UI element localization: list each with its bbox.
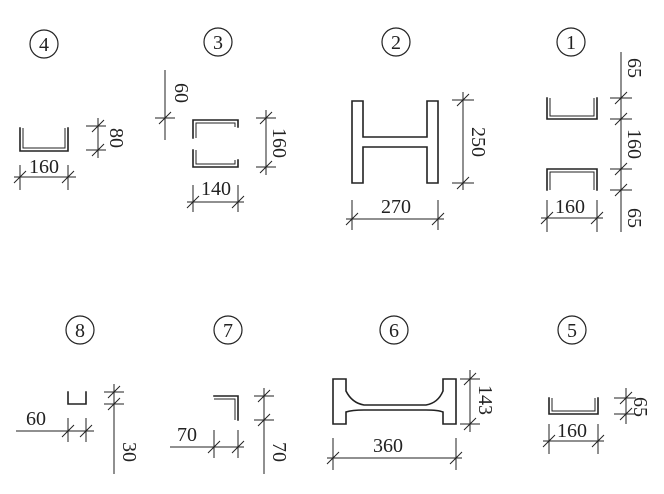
section-3-height-label: 160 bbox=[268, 128, 290, 158]
section-8-height-tick-bottom bbox=[107, 397, 121, 411]
section-6-width-tick-right bbox=[449, 451, 463, 465]
section-5-width-tick-right bbox=[591, 434, 605, 448]
section-2-width-tick-right bbox=[431, 212, 445, 226]
section-7-number-circle bbox=[213, 315, 243, 345]
section-5-height-tick-top bbox=[619, 391, 633, 405]
section-7-width-tick-right bbox=[231, 440, 245, 454]
section-6: 6 143 360 bbox=[326, 315, 496, 470]
section-4-height-label: 80 bbox=[105, 128, 127, 148]
section-3-width-tick-right bbox=[231, 195, 245, 209]
section-4-number-circle bbox=[29, 29, 59, 59]
section-1: 1 65 160 65 160 bbox=[540, 27, 645, 232]
section-4: 4 160 80 bbox=[13, 29, 127, 190]
section-2-h-beam-shape bbox=[351, 100, 439, 184]
section-3-top-channel-inner bbox=[195, 122, 236, 138]
section-3-gap-tick bbox=[158, 111, 172, 125]
section-8-width-tick-left bbox=[61, 424, 75, 438]
section-8-height-label: 30 bbox=[118, 442, 140, 462]
section-1-tick-4 bbox=[614, 183, 628, 197]
section-3-height-tick-top bbox=[259, 111, 273, 125]
section-3-bottom-channel-inner bbox=[195, 150, 236, 165]
section-5-height-tick-bottom bbox=[619, 407, 633, 421]
section-8-width-label: 60 bbox=[26, 408, 46, 430]
section-7-number: 7 bbox=[223, 320, 233, 342]
section-1-tick-3 bbox=[614, 162, 628, 176]
section-4-height-tick-top bbox=[91, 119, 105, 133]
section-6-i-beam-shape bbox=[332, 378, 457, 425]
section-8-height-tick-top bbox=[107, 385, 121, 399]
section-3-width-tick-left bbox=[186, 195, 200, 209]
section-1-upper-channel-inner bbox=[549, 98, 595, 117]
section-5-channel-inner bbox=[551, 398, 596, 412]
section-1-mid-label: 160 bbox=[623, 129, 645, 159]
section-2-width-tick-left bbox=[345, 212, 359, 226]
section-5-width-tick-left bbox=[542, 434, 556, 448]
section-2: 2 250 270 bbox=[345, 27, 489, 230]
section-8-number-circle bbox=[65, 315, 95, 345]
section-6-width-label: 360 bbox=[373, 435, 403, 457]
section-4-height-tick-bottom bbox=[91, 143, 105, 157]
section-1-top-label: 65 bbox=[623, 58, 645, 78]
section-7-angle-shape bbox=[213, 395, 239, 421]
section-7-width-tick-left bbox=[207, 440, 221, 454]
section-1-bottom-label: 65 bbox=[623, 208, 645, 228]
section-8-width-tick-right bbox=[79, 424, 93, 438]
section-6-height-label: 143 bbox=[474, 385, 496, 415]
section-1-tick-2 bbox=[614, 112, 628, 126]
section-3-number-circle bbox=[203, 27, 233, 57]
section-2-width-label: 270 bbox=[381, 196, 411, 218]
section-6-number: 6 bbox=[389, 320, 399, 342]
section-1-width-label: 160 bbox=[555, 196, 585, 218]
section-1-number: 1 bbox=[566, 32, 576, 54]
section-6-height-tick-top bbox=[463, 372, 477, 386]
section-4-number: 4 bbox=[39, 34, 49, 56]
section-2-height-tick-top bbox=[456, 93, 470, 107]
section-4-channel-shape bbox=[19, 127, 69, 152]
section-2-height-label: 250 bbox=[467, 127, 489, 157]
section-4-channel-inner bbox=[22, 128, 66, 149]
section-5-width-label: 160 bbox=[557, 420, 587, 442]
section-4-width-tick-right bbox=[61, 170, 75, 184]
section-7-angle-inner bbox=[214, 398, 236, 420]
section-3-height-tick-bottom bbox=[259, 160, 273, 174]
section-7-height-tick-top bbox=[257, 389, 271, 403]
section-3-top-channel bbox=[192, 119, 239, 139]
section-1-tick-1 bbox=[614, 91, 628, 105]
section-3-gap-label: 60 bbox=[170, 83, 192, 103]
section-6-width-tick-left bbox=[326, 451, 340, 465]
section-3-number: 3 bbox=[213, 32, 223, 54]
section-5-number: 5 bbox=[567, 320, 577, 342]
section-2-height-tick-bottom bbox=[456, 176, 470, 190]
section-1-upper-channel bbox=[546, 97, 598, 120]
section-7-width-label: 70 bbox=[177, 424, 197, 446]
section-3: 3 60 160 140 bbox=[155, 27, 290, 212]
section-6-number-circle bbox=[379, 315, 409, 345]
section-3-bottom-channel bbox=[192, 149, 239, 168]
section-7: 7 70 70 bbox=[170, 315, 290, 474]
section-8-channel-shape bbox=[67, 391, 87, 405]
section-5: 5 65 160 bbox=[542, 315, 651, 454]
section-5-height-label: 65 bbox=[629, 397, 651, 417]
section-1-lower-channel-inner bbox=[549, 171, 595, 190]
section-5-number-circle bbox=[557, 315, 587, 345]
section-2-number: 2 bbox=[391, 32, 401, 54]
section-5-channel-shape bbox=[548, 397, 599, 415]
section-1-width-tick-left bbox=[540, 211, 554, 225]
section-7-height-tick-bottom bbox=[257, 413, 271, 427]
section-8: 8 60 30 bbox=[16, 315, 140, 474]
section-4-width-tick-left bbox=[13, 170, 27, 184]
section-2-number-circle bbox=[381, 27, 411, 57]
section-4-width-label: 160 bbox=[29, 156, 59, 178]
section-1-lower-channel bbox=[546, 168, 598, 191]
section-7-height-label: 70 bbox=[268, 442, 290, 462]
section-1-width-tick-right bbox=[590, 211, 604, 225]
section-1-number-circle bbox=[556, 27, 586, 57]
section-6-height-tick-bottom bbox=[463, 417, 477, 431]
section-8-number: 8 bbox=[75, 320, 85, 342]
section-3-width-label: 140 bbox=[201, 178, 231, 200]
